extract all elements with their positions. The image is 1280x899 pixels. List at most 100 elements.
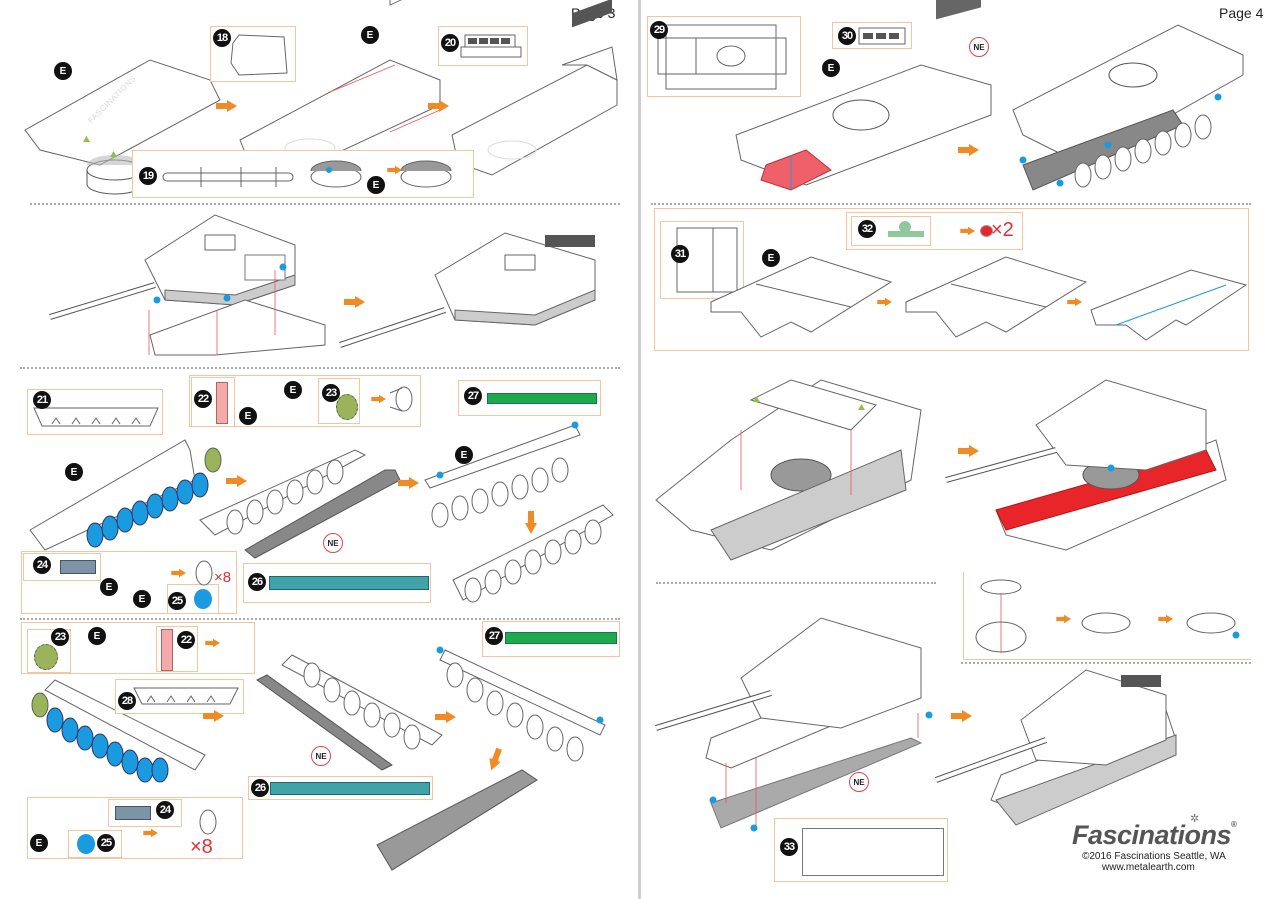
callout-step-28 <box>115 679 244 714</box>
part-27-swatch <box>505 632 617 644</box>
quantity-multiplier: ×8 <box>190 836 213 858</box>
edge-marker: E <box>239 407 257 425</box>
next-step-arrow <box>525 511 537 535</box>
step-badge-29: 29 <box>650 21 668 39</box>
not-etched-marker: NE <box>311 746 331 766</box>
website-link[interactable]: www.metalearth.com <box>1102 862 1195 873</box>
part-22-swatch <box>216 382 228 424</box>
next-step-arrow <box>344 296 366 308</box>
edge-marker: E <box>65 463 83 481</box>
callout-step-19 <box>132 150 474 198</box>
right-wheel-frame-drawing <box>31 679 206 783</box>
turret-assembled-drawing <box>339 232 596 348</box>
next-step-arrow <box>428 100 450 112</box>
hatch-result <box>980 225 993 237</box>
callout-step-26 <box>243 563 431 603</box>
step-badge-22: 22 <box>177 631 195 649</box>
next-step-arrow <box>1158 614 1173 624</box>
step-badge-24: 24 <box>156 801 174 819</box>
section-divider <box>651 203 1251 205</box>
next-step-arrow <box>435 711 457 723</box>
wheel-result-drawing <box>199 809 217 835</box>
step-badge-27: 27 <box>464 387 482 405</box>
callout-step-27 <box>458 380 601 416</box>
step-badge-24: 24 <box>33 556 51 574</box>
ring-step-drawing <box>975 579 1240 653</box>
brand-logo-text: Fascinations <box>1072 820 1232 850</box>
callout-step-22 <box>191 377 235 427</box>
part-32-swatch <box>888 231 924 237</box>
not-etched-marker: NE <box>969 37 989 57</box>
page-gutter <box>638 0 641 899</box>
page-3: Page 3 E FASCINATIONS 18 E 20 <box>0 0 638 899</box>
wheel-track-drawing-b <box>256 654 443 771</box>
next-step-arrow <box>203 710 225 722</box>
part-19-drawing <box>162 160 452 188</box>
next-step-arrow <box>958 144 980 156</box>
part-29-drawing <box>657 24 787 90</box>
skirt-frame-drawing <box>710 256 893 338</box>
step-badge-18: 18 <box>213 29 231 47</box>
atom-icon: ✲ <box>1190 813 1200 825</box>
part-26-swatch <box>270 782 430 795</box>
step-badge-21: 21 <box>33 391 51 409</box>
hull-on-tracks-drawing <box>1012 24 1244 191</box>
part-32-knob <box>899 221 911 233</box>
callout-step-26-b <box>248 776 433 800</box>
edge-marker: E <box>367 176 385 194</box>
step-badge-27: 27 <box>485 627 503 645</box>
part-24-swatch <box>115 806 151 820</box>
brand-logo: Fascinations® <box>1072 820 1237 851</box>
part-26-swatch <box>269 576 429 590</box>
callout-step-23 <box>318 378 360 424</box>
tank-final-drawing <box>934 669 1177 826</box>
track-assembly-drawing <box>424 421 581 528</box>
part-23-swatch <box>336 394 358 420</box>
not-etched-marker: NE <box>323 533 343 553</box>
next-step-arrow <box>205 638 220 648</box>
part-18-drawing <box>230 34 288 76</box>
part-20-drawing <box>460 34 522 58</box>
edge-marker: E <box>361 26 379 44</box>
next-step-arrow <box>216 100 238 112</box>
section-divider <box>656 582 936 584</box>
edge-marker: E <box>284 381 302 399</box>
wheel-track-drawing <box>199 449 401 559</box>
next-step-arrow <box>951 710 973 722</box>
callout-step-29 <box>647 16 801 97</box>
step-badge-32: 32 <box>858 220 876 238</box>
hull-skirt-mount-drawing <box>655 379 922 561</box>
next-step-arrow <box>226 475 248 487</box>
step-badge-23: 23 <box>51 628 69 646</box>
wheel-result-drawing <box>389 386 413 412</box>
skirt-frame-drawing-b <box>905 256 1088 338</box>
part-21-drawing <box>33 407 159 427</box>
next-step-arrow <box>398 477 420 489</box>
track-complete-drawing-b <box>376 769 538 871</box>
edge-marker: E <box>822 59 840 77</box>
hull-bottom-drawing <box>735 0 992 191</box>
skirt-frame-folded-drawing <box>1090 269 1248 341</box>
track-assembly-drawing-b <box>436 646 606 762</box>
wheel-result-drawing <box>195 560 213 586</box>
edge-marker: E <box>100 578 118 596</box>
next-step-arrow <box>960 226 976 236</box>
step-badge-33: 33 <box>780 838 798 856</box>
left-wheel-frame-drawing <box>29 439 222 551</box>
next-step-arrow <box>371 394 386 404</box>
part-33-drawing <box>802 828 944 876</box>
step-badge-30: 30 <box>838 27 856 45</box>
track-complete-drawing <box>452 504 614 603</box>
page-4: Page 4 29 30 NE E <box>641 0 1280 899</box>
next-step-arrow <box>877 297 893 307</box>
quantity-multiplier: ×8 <box>214 569 232 586</box>
callout-step-24-25-b <box>27 797 243 859</box>
section-divider <box>20 618 620 620</box>
next-step-arrow <box>387 165 402 175</box>
step-badge-20: 20 <box>441 34 459 52</box>
not-etched-marker: NE <box>849 772 869 792</box>
next-step-arrow <box>143 828 158 838</box>
edge-marker: E <box>54 62 72 80</box>
step-badge-22: 22 <box>194 390 212 408</box>
tank-with-skirt-drawing <box>945 379 1227 551</box>
